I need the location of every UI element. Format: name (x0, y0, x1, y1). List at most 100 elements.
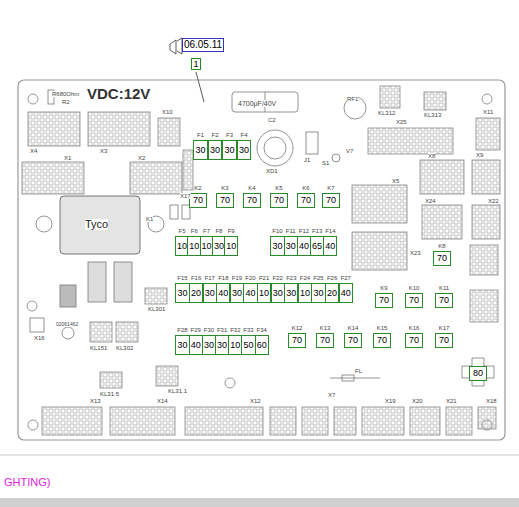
part-label: X7 (328, 392, 335, 398)
node-text: 10 (259, 289, 269, 298)
fuse-relay-name: F30 (204, 327, 214, 333)
fuse-relay-name: K3 (221, 185, 228, 191)
node-text: 30 (210, 146, 220, 155)
fuse-box: 65 (310, 236, 324, 256)
part-label: J1 (304, 157, 310, 163)
part-label: X8 (428, 153, 435, 159)
node-text: 30 (177, 341, 187, 350)
node-text: 10 (177, 242, 187, 251)
fuse-relay-name: F9 (228, 228, 235, 234)
date-box: 06.05.11 (182, 38, 224, 52)
node-text: 40 (245, 289, 255, 298)
node-text: 06.05.11 (184, 40, 222, 50)
fuse-relay-name: F20 (245, 275, 255, 281)
node-text: 20 (327, 289, 337, 298)
node-text: 30 (286, 242, 296, 251)
part-label: K1 (146, 216, 153, 222)
fuse-box: 20 (325, 283, 339, 303)
node-text: 30 (239, 146, 249, 155)
part-label: XD1 (266, 168, 278, 174)
part-label: X2 (138, 155, 145, 161)
node-text: 70 (193, 196, 203, 205)
node-text: 60 (257, 341, 267, 350)
part-label: X9 (476, 152, 483, 158)
fuse-relay-name: F24 (300, 275, 310, 281)
fuse-relay-name: F25 (313, 275, 323, 281)
fuse-box: 30 (193, 140, 207, 160)
fuse-relay-name: K9 (380, 285, 387, 291)
fuse-relay-name: F23 (286, 275, 296, 281)
fuse-relay-name: F29 (191, 327, 201, 333)
fuse-relay-name: F5 (178, 228, 185, 234)
part-label: X10 (162, 109, 173, 115)
node-text: 70 (301, 196, 311, 205)
fuse-box: 30 (175, 335, 189, 355)
fuse-relay-name: F21 (259, 275, 269, 281)
fuse-relay-name: K2 (194, 185, 201, 191)
fuse-relay-name: F18 (218, 275, 228, 281)
part-label: RF1 (347, 96, 358, 102)
fuse-relay-name: K4 (248, 185, 255, 191)
node-text: 30 (177, 289, 187, 298)
node-text: 30 (286, 289, 296, 298)
node-text: 80 (473, 369, 483, 378)
fuse-relay-name: F11 (286, 228, 296, 234)
relay-box: 70 (344, 333, 362, 348)
fuse-relay-name: K6 (302, 185, 309, 191)
fuse-box: 30 (284, 283, 298, 303)
node-text: 70 (292, 336, 302, 345)
relay-box: 70 (288, 333, 306, 348)
part-label: FL (355, 368, 362, 374)
fuse-relay-name: F8 (215, 228, 222, 234)
part-label: X13 (90, 398, 101, 404)
node-text: 20 (191, 289, 201, 298)
node-text: 40 (299, 242, 309, 251)
part-label: KL312 (378, 110, 395, 116)
fuse-box: 30 (237, 140, 251, 160)
node-text: 70 (247, 196, 257, 205)
fuse-relay-name: F14 (325, 228, 335, 234)
fuse-relay-name: F4 (240, 132, 247, 138)
node-text: 50 (243, 341, 253, 350)
node-text: 70 (220, 196, 230, 205)
fuse-box: 40 (297, 236, 311, 256)
part-label: X21 (446, 398, 457, 404)
part-label: X18 (486, 398, 497, 404)
fuse-box: 10 (228, 335, 242, 355)
node-text: 30 (224, 146, 234, 155)
fuse-box: 30 (202, 335, 216, 355)
node-text: 70 (409, 336, 419, 345)
fuse-relay-name: K17 (439, 325, 450, 331)
fuse-relay-name: K8 (438, 243, 445, 249)
part-label: KL302 (116, 345, 133, 351)
fuse-box: 30 (203, 283, 217, 303)
part-label: X25 (396, 119, 407, 125)
relay-box: 70 (375, 293, 393, 308)
fuse-relay-name: F15 (177, 275, 187, 281)
fuse-relay-name: F12 (299, 228, 309, 234)
fuse-box: 40 (243, 283, 257, 303)
part-label: R2 (62, 99, 70, 105)
part-label: R680Ohm (52, 91, 79, 97)
fuse-relay-name: F32 (230, 327, 240, 333)
node-text: 30 (273, 289, 283, 298)
node-text: 70 (326, 196, 336, 205)
fuse-box: 30 (271, 283, 285, 303)
part-label: KL151 (90, 345, 107, 351)
fuse-relay-name: K11 (439, 285, 449, 291)
part-label: S1 (322, 160, 329, 166)
fuse-relay-name: K12 (292, 325, 303, 331)
relay-box: 70 (435, 293, 453, 308)
node-text: 40 (325, 242, 335, 251)
fuse-relay-name: F26 (327, 275, 337, 281)
part-label: X24 (425, 198, 436, 204)
fuse-relay-name: F33 (243, 327, 253, 333)
fuse-box: 30 (284, 236, 298, 256)
part-label: X12 (250, 398, 261, 404)
fuse-relay-name: K7 (327, 185, 334, 191)
part-label: X1 (64, 155, 71, 161)
part-label: KL301 (148, 306, 165, 312)
fuse-box: 30 (208, 140, 222, 160)
fuse-box: 30 (175, 283, 189, 303)
